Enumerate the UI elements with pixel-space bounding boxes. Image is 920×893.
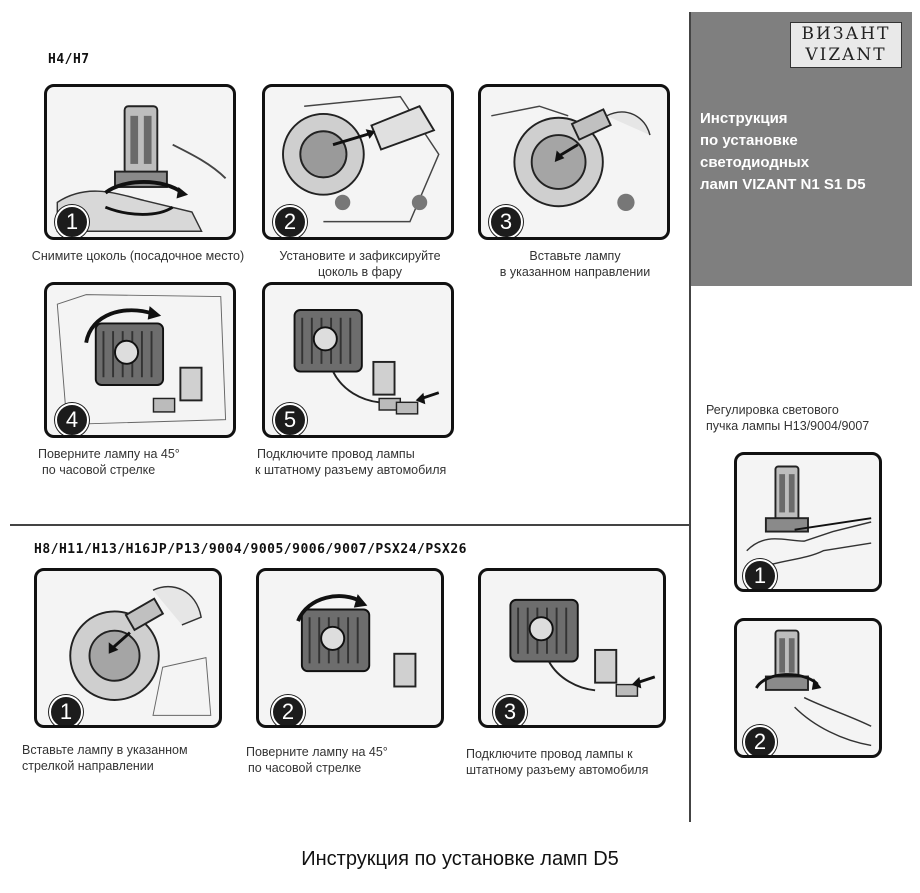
horizontal-divider — [10, 524, 690, 526]
step-number-badge: 1 — [49, 695, 83, 725]
s1-step2-caption: Установите и зафиксируйте цоколь в фару — [279, 249, 441, 279]
brand-logo: ВИЗАНТ VIZANT — [790, 22, 902, 68]
vertical-divider — [689, 12, 691, 822]
s2-step2-illustration: 2 — [256, 568, 444, 728]
step-number-badge: 3 — [489, 205, 523, 237]
s1-step1-illustration: 1 — [44, 84, 236, 240]
s2-step1-illustration: 1 — [34, 568, 222, 728]
logo-text-ru: ВИЗАНТ — [801, 24, 891, 44]
logo-text-en: VIZANT — [805, 45, 887, 65]
step-number-badge: 2 — [743, 725, 777, 755]
page-footer-title: Инструкция по установке ламп D5 — [301, 848, 619, 870]
s1-step4-caption: Поверните лампу на 45° по часовой стрелк… — [38, 447, 180, 477]
step-number-badge: 1 — [55, 205, 89, 237]
step-number-badge: 5 — [273, 403, 307, 435]
s1-step4-illustration: 4 — [44, 282, 236, 438]
s1-step5-illustration: 5 — [262, 282, 454, 438]
adjust-step2-illustration: 2 — [734, 618, 882, 758]
s2-step3-illustration: 3 — [478, 568, 666, 728]
s2-step3-caption: Подключите провод лампы к штатному разъе… — [466, 747, 649, 777]
s1-step2-illustration: 2 — [262, 84, 454, 240]
step-number-badge: 4 — [55, 403, 89, 435]
s2-step2-caption: Поверните лампу на 45° по часовой стрелк… — [246, 745, 388, 775]
sidebar-title: Инструкция по установке светодиодных лам… — [700, 110, 866, 193]
section1-title: H4/H7 — [48, 52, 90, 67]
s1-step1-caption: Снимите цоколь (посадочное место) — [31, 249, 245, 263]
s2-step1-caption: Вставьте лампу в указанном стрелкой напр… — [22, 743, 188, 773]
step-number-badge: 3 — [493, 695, 527, 725]
step-number-badge: 2 — [271, 695, 305, 725]
s1-step3-caption: Вставьте лампу в указанном направлении — [499, 249, 651, 279]
section2-title: H8/H11/H13/H16JP/P13/9004/9005/9006/9007… — [34, 542, 467, 557]
adjust-caption: Регулировка светового пучка лампы H13/90… — [706, 403, 870, 433]
adjust-step1-illustration: 1 — [734, 452, 882, 592]
step-number-badge: 2 — [273, 205, 307, 237]
s1-step5-caption: Подключите провод лампы к штатному разъе… — [255, 447, 447, 477]
step-number-badge: 1 — [743, 559, 777, 589]
s1-step3-illustration: 3 — [478, 84, 670, 240]
